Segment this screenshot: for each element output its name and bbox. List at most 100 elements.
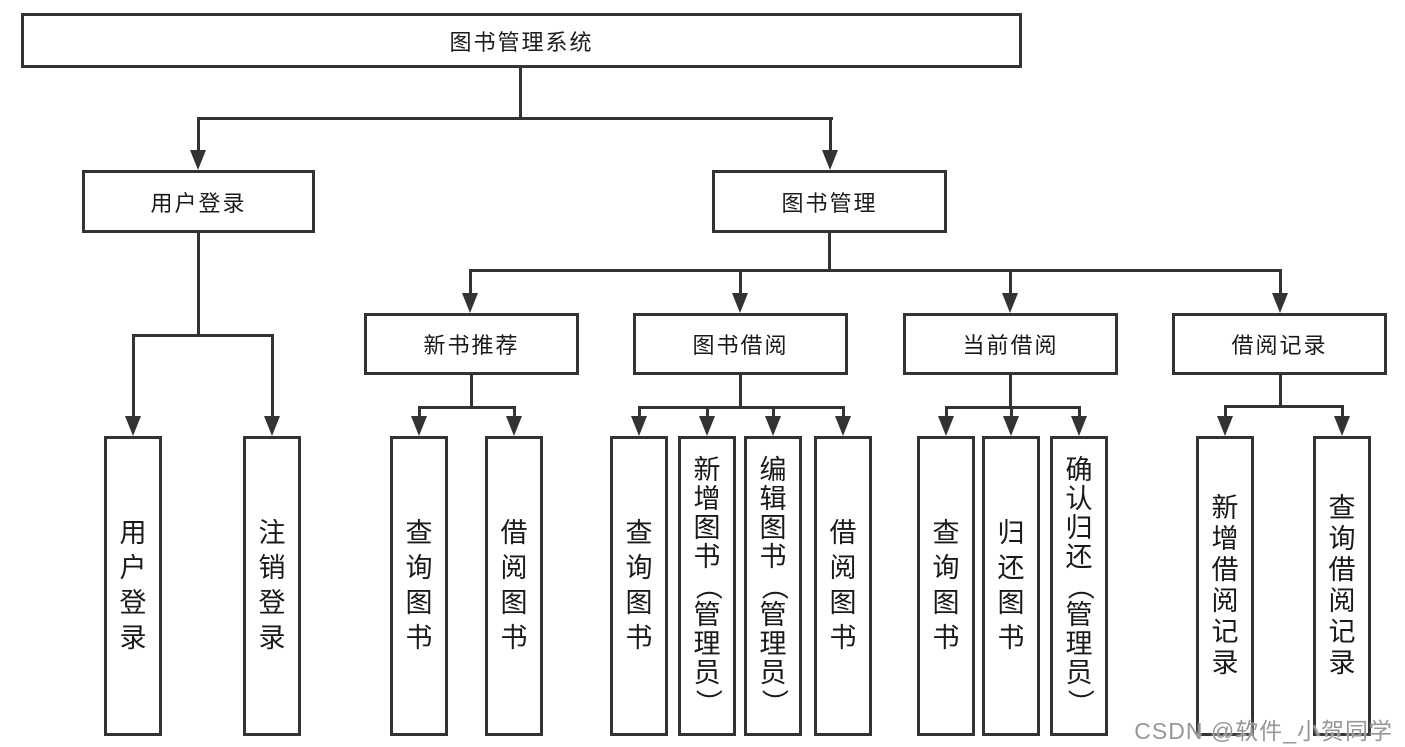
leaf-label-char: （ (692, 572, 723, 600)
leaf-label-char: 销 (258, 553, 286, 583)
leaf-label-char: ） (758, 688, 789, 716)
leaf-query-books-borrow: 查询图书 (610, 436, 668, 736)
connector-arrowhead-icon (125, 416, 141, 436)
leaf-add-book-admin-label: 新增图书（管理员） (692, 456, 723, 716)
node-current-borrow: 当前借阅 (903, 313, 1118, 375)
leaf-label-char: 录 (119, 623, 147, 653)
leaf-user-login: 用户登录 (104, 436, 162, 736)
leaf-label-char: 注 (258, 518, 286, 548)
leaf-label-char: 户 (119, 553, 147, 583)
leaf-label-char: 归 (1065, 512, 1093, 543)
connector-line (131, 333, 274, 337)
leaf-query-books-borrow-label: 查询图书 (626, 520, 653, 652)
connector-arrowhead-icon (506, 416, 522, 436)
connector-arrowhead-icon (1071, 416, 1087, 436)
node-root: 图书管理系统 (21, 13, 1022, 68)
connector-arrowhead-icon (1003, 416, 1019, 436)
leaf-label-char: 书 (829, 623, 857, 653)
csdn-watermark: CSDN @软件_小贺同学 (1134, 718, 1393, 744)
leaf-label-char: 还 (997, 553, 1025, 583)
connector-arrowhead-icon (631, 416, 647, 436)
leaf-label-char: 阅 (1211, 586, 1239, 616)
node-borrow-records: 借阅记录 (1172, 313, 1387, 375)
leaf-label-char: 查 (405, 518, 433, 548)
leaf-add-borrow-record-label: 新增借阅记录 (1212, 495, 1239, 677)
connector-line (1340, 406, 1344, 420)
leaf-query-borrow-record-label: 查询借阅记录 (1329, 495, 1356, 677)
connector-line (468, 270, 472, 297)
connector-line (196, 118, 200, 153)
leaf-label-char: 借 (500, 518, 528, 548)
leaf-label-char: 查 (932, 518, 960, 548)
leaf-label-char: 增 (693, 483, 721, 514)
leaf-label-char: 阅 (500, 553, 528, 583)
connector-line (1223, 404, 1344, 408)
connector-arrowhead-icon (190, 150, 206, 170)
connector-line (417, 407, 421, 420)
node-new-book-recommend-label: 新书推荐 (423, 333, 520, 358)
connector-line (468, 268, 1282, 272)
leaf-label-char: 借 (829, 518, 857, 548)
leaf-label-char: 管 (693, 599, 721, 630)
leaf-label-char: 新 (1211, 493, 1239, 523)
connector-line (512, 407, 516, 420)
leaf-label-char: 书 (405, 623, 433, 653)
leaf-borrow-books-label: 借阅图书 (830, 520, 857, 652)
connector-line (1077, 407, 1081, 420)
node-current-borrow-label: 当前借阅 (962, 333, 1059, 358)
leaf-query-borrow-record: 查询借阅记录 (1313, 436, 1371, 736)
leaf-label-char: 录 (1328, 648, 1356, 678)
leaf-label-char: 询 (625, 553, 653, 583)
connector-line (1223, 406, 1227, 420)
leaf-label-char: 书 (997, 623, 1025, 653)
connector-line (131, 335, 135, 420)
leaf-label-char: 录 (258, 623, 286, 653)
connector-line (1008, 270, 1012, 297)
leaf-edit-book-admin: 编辑图书（管理员） (744, 436, 802, 736)
node-user-login: 用户登录 (82, 170, 315, 233)
leaf-label-char: 询 (932, 553, 960, 583)
leaf-label-char: 图 (759, 512, 787, 543)
leaf-query-books-current: 查询图书 (917, 436, 975, 736)
connector-line (270, 335, 274, 420)
leaf-label-char: 借 (1211, 555, 1239, 585)
connector-arrowhead-icon (1217, 416, 1233, 436)
connector-line (705, 407, 709, 420)
connector-line (1009, 407, 1013, 420)
leaf-label-char: 用 (119, 518, 147, 548)
leaf-label-char: 认 (1065, 483, 1093, 514)
node-new-book-recommend: 新书推荐 (364, 313, 579, 375)
connector-line (637, 407, 641, 420)
leaf-label-char: 图 (405, 588, 433, 618)
leaf-label-char: 书 (932, 623, 960, 653)
leaf-label-char: 归 (997, 518, 1025, 548)
leaf-label-char: 查 (1328, 493, 1356, 523)
connector-arrowhead-icon (822, 150, 838, 170)
leaf-label-char: 查 (625, 518, 653, 548)
leaf-label-char: 员 (1065, 657, 1093, 688)
leaf-label-char: 阅 (829, 553, 857, 583)
connector-line (738, 375, 742, 407)
leaf-add-book-admin: 新增图书（管理员） (678, 436, 736, 736)
connector-line (637, 405, 845, 409)
leaf-query-books-current-label: 查询图书 (933, 520, 960, 652)
leaf-logout: 注销登录 (243, 436, 301, 736)
connector-line (827, 233, 831, 270)
leaf-label-char: 理 (1065, 628, 1093, 659)
connector-arrowhead-icon (264, 416, 280, 436)
node-book-borrow-label: 图书借阅 (692, 333, 789, 358)
leaf-label-char: 增 (1211, 524, 1239, 554)
leaf-label-char: 员 (693, 657, 721, 688)
node-root-label: 图书管理系统 (449, 29, 594, 55)
leaf-return-books: 归还图书 (982, 436, 1040, 736)
leaf-user-login-label: 用户登录 (120, 520, 147, 652)
connector-line (1278, 375, 1282, 406)
leaf-borrow-books-recommend-label: 借阅图书 (501, 520, 528, 652)
connector-arrowhead-icon (765, 416, 781, 436)
leaf-label-char: 记 (1211, 617, 1239, 647)
connector-arrowhead-icon (699, 416, 715, 436)
leaf-label-char: 借 (1328, 555, 1356, 585)
connector-arrowhead-icon (1272, 293, 1288, 313)
leaf-label-char: 还 (1065, 541, 1093, 572)
